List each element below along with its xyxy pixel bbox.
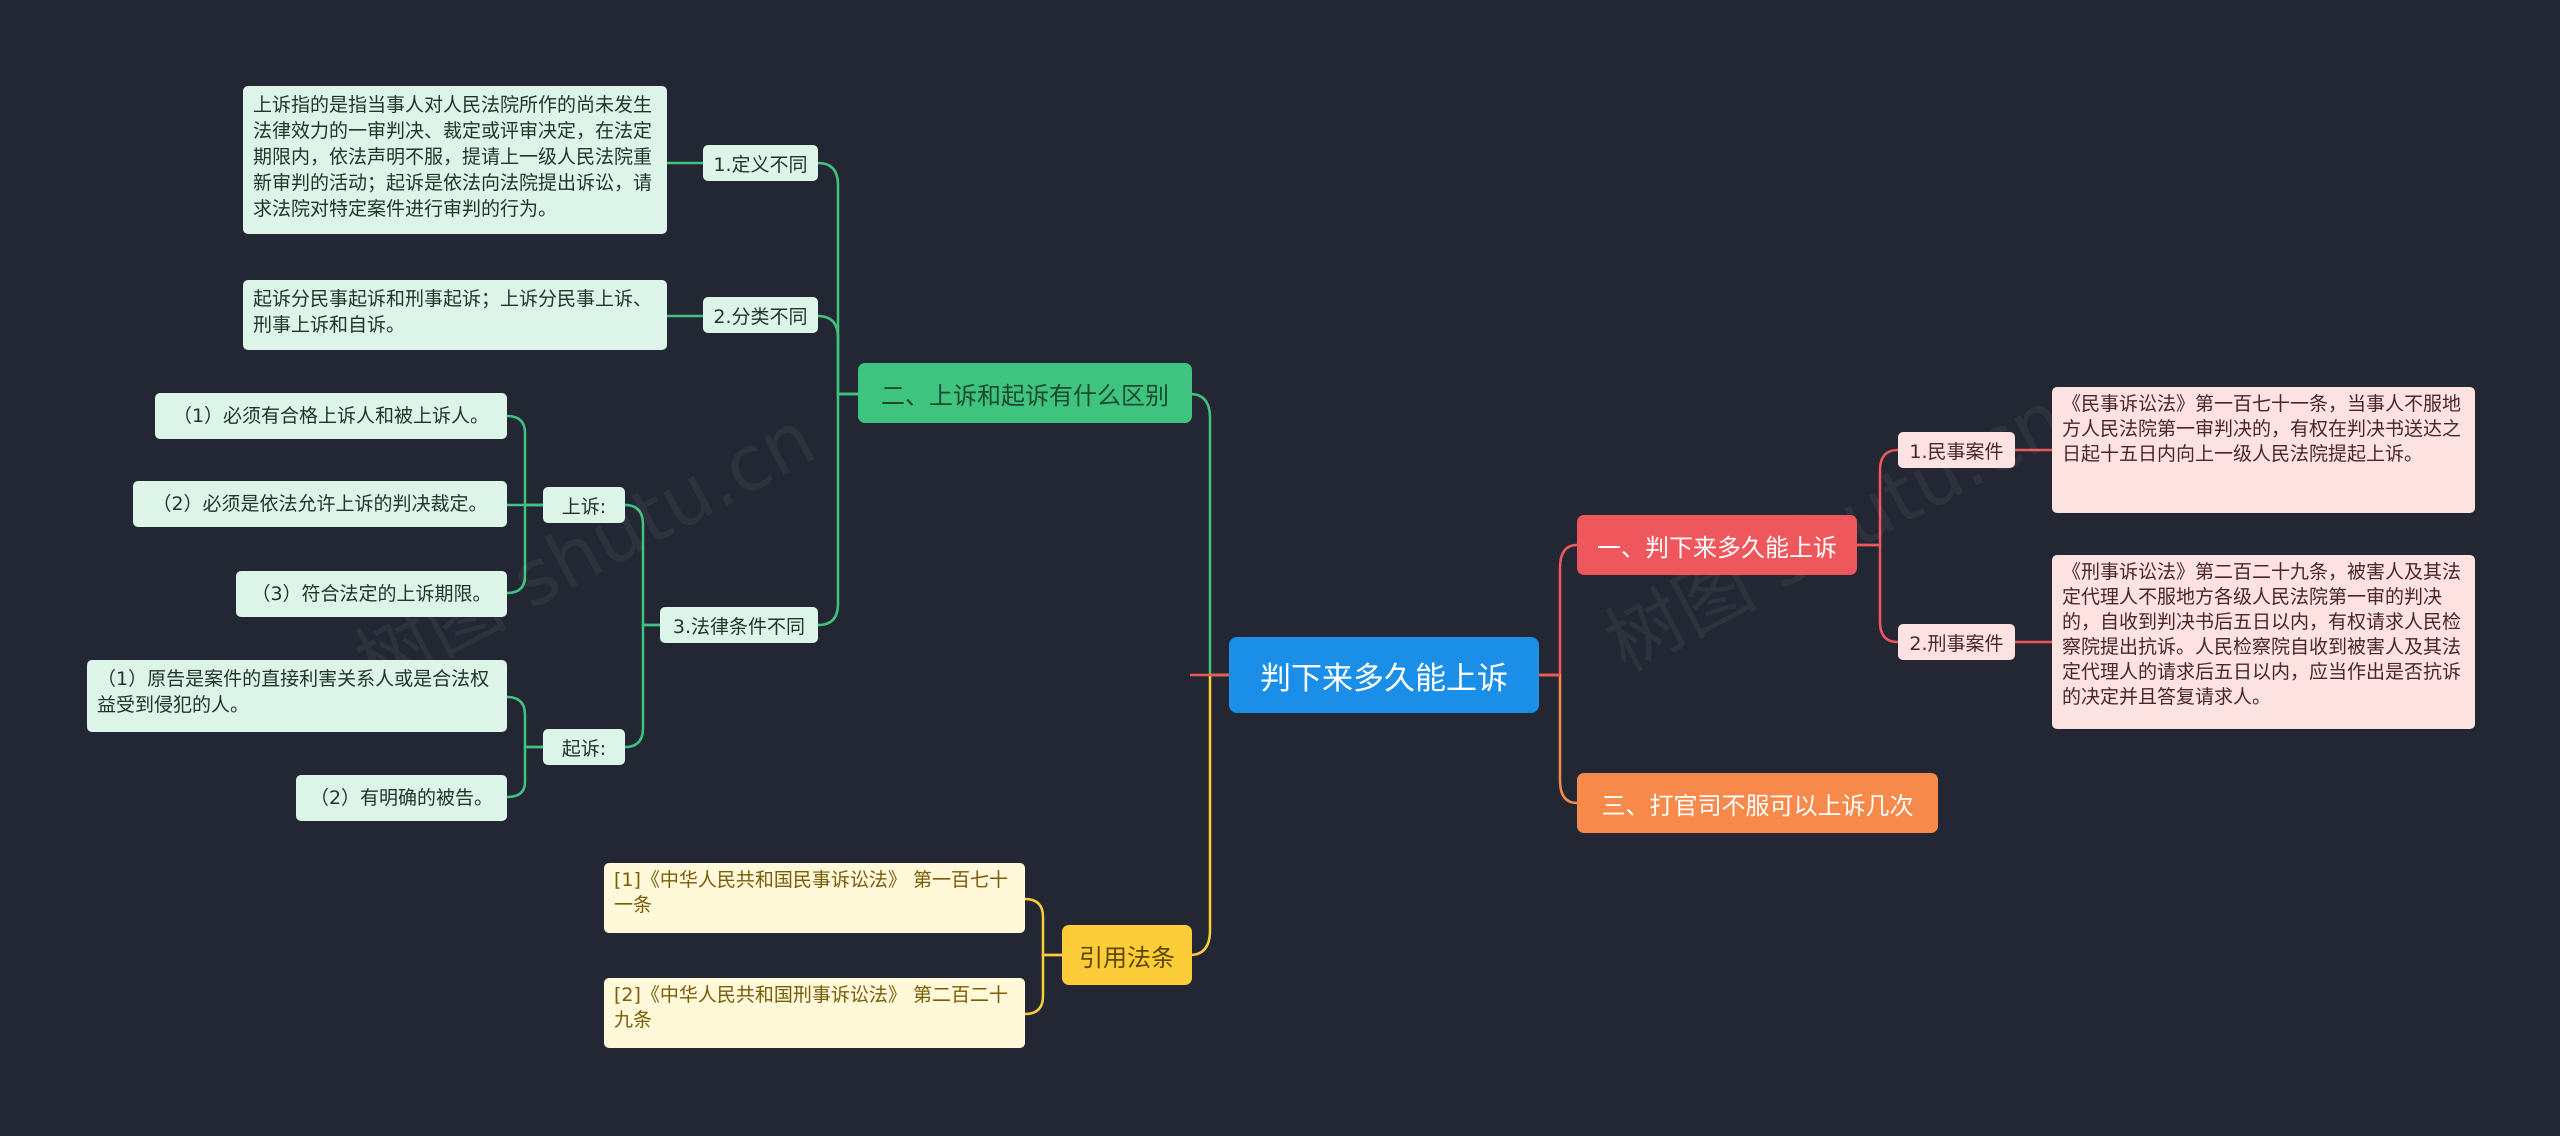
link-root-references xyxy=(1189,673,1229,957)
link-sue-item2 xyxy=(506,745,543,799)
link-references-item2 xyxy=(1024,953,1062,1016)
link-root-deadline xyxy=(1539,543,1578,677)
link-deadline-criminal xyxy=(1857,543,1899,644)
leaf-appeal-item-3[interactable]: （3）符合法定的上诉期限。 xyxy=(236,571,507,617)
node-sue-conditions[interactable]: 起诉: xyxy=(543,729,625,765)
link-difference-classification xyxy=(817,314,860,396)
link-appeal-item3 xyxy=(506,503,543,595)
leaf-criminal-text[interactable]: 《刑事诉讼法》第二百二十九条，被害人及其法定代理人不服地方各级人民法院第一审的判… xyxy=(2052,555,2475,729)
leaf-reference-1[interactable]: [1]《中华人民共和国民事诉讼法》 第一百七十一条 xyxy=(604,863,1025,933)
link-conditions-appeal xyxy=(624,503,660,627)
node-appeal-conditions[interactable]: 上诉: xyxy=(543,487,625,523)
link-sue-item1 xyxy=(506,695,543,749)
link-root-difference xyxy=(1189,392,1229,677)
leaf-sue-item-2[interactable]: （2）有明确的被告。 xyxy=(296,775,507,821)
root-topic[interactable]: 判下来多久能上诉 xyxy=(1229,637,1539,713)
leaf-definition-text[interactable]: 上诉指的是指当事人对人民法院所作的尚未发生法律效力的一审判决、裁定或评审决定，在… xyxy=(243,86,667,234)
node-classification[interactable]: 2.分类不同 xyxy=(703,297,818,333)
link-difference-conditions xyxy=(817,392,860,627)
leaf-sue-item-1[interactable]: （1）原告是案件的直接利害关系人或是合法权益受到侵犯的人。 xyxy=(87,660,507,732)
leaf-appeal-item-1[interactable]: （1）必须有合格上诉人和被上诉人。 xyxy=(155,393,507,439)
link-conditions-sue xyxy=(624,623,660,749)
node-criminal-case[interactable]: 2.刑事案件 xyxy=(1898,624,2015,660)
node-conditions[interactable]: 3.法律条件不同 xyxy=(660,607,818,643)
branch-difference[interactable]: 二、上诉和起诉有什么区别 xyxy=(858,363,1192,423)
leaf-reference-2[interactable]: [2]《中华人民共和国刑事诉讼法》 第二百二十九条 xyxy=(604,978,1025,1048)
branch-appeal-times[interactable]: 三、打官司不服可以上诉几次 xyxy=(1577,773,1938,833)
leaf-civil-text[interactable]: 《民事诉讼法》第一百七十一条，当事人不服地方人民法院第一审判决的，有权在判决书送… xyxy=(2052,387,2475,513)
link-root-times xyxy=(1539,673,1578,805)
branch-references[interactable]: 引用法条 xyxy=(1062,925,1192,985)
link-deadline-civil xyxy=(1857,448,1899,547)
branch-deadline[interactable]: 一、判下来多久能上诉 xyxy=(1577,515,1857,575)
leaf-appeal-item-2[interactable]: （2）必须是依法允许上诉的判决裁定。 xyxy=(133,481,507,527)
node-civil-case[interactable]: 1.民事案件 xyxy=(1898,432,2015,468)
link-difference-definition xyxy=(817,161,860,396)
link-references-item1 xyxy=(1024,897,1062,957)
link-appeal-item1 xyxy=(506,414,543,507)
node-definition[interactable]: 1.定义不同 xyxy=(703,145,818,181)
leaf-classification-text[interactable]: 起诉分民事起诉和刑事起诉；上诉分民事上诉、刑事上诉和自诉。 xyxy=(243,280,667,350)
